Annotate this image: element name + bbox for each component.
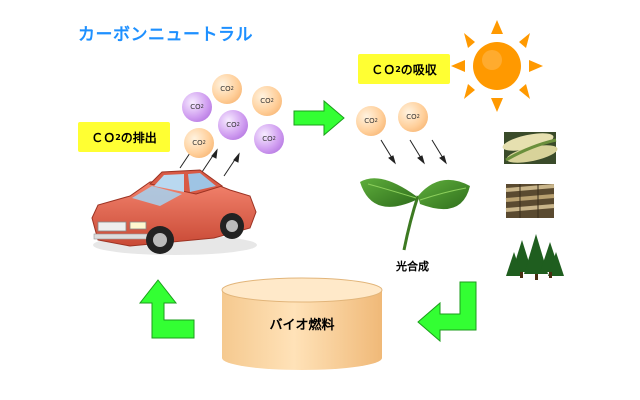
photosynthesis-label: 光合成 xyxy=(396,260,429,273)
green-arrow-left-up xyxy=(138,279,195,339)
bio-fuel-drum xyxy=(221,277,383,370)
green-arrow-right xyxy=(293,99,345,137)
page-title: カーボンニュートラル xyxy=(78,25,253,45)
bio-fuel-label: バイオ燃料 xyxy=(269,318,335,333)
green-arrow-down-left xyxy=(417,281,477,343)
sugarcane-icon xyxy=(505,184,555,218)
sun-icon xyxy=(451,20,543,112)
car-icon xyxy=(91,169,257,255)
leaf-icon xyxy=(360,178,470,251)
forest-icon xyxy=(506,234,564,280)
corn-icon xyxy=(502,132,558,164)
absorption-arrows xyxy=(380,139,447,165)
